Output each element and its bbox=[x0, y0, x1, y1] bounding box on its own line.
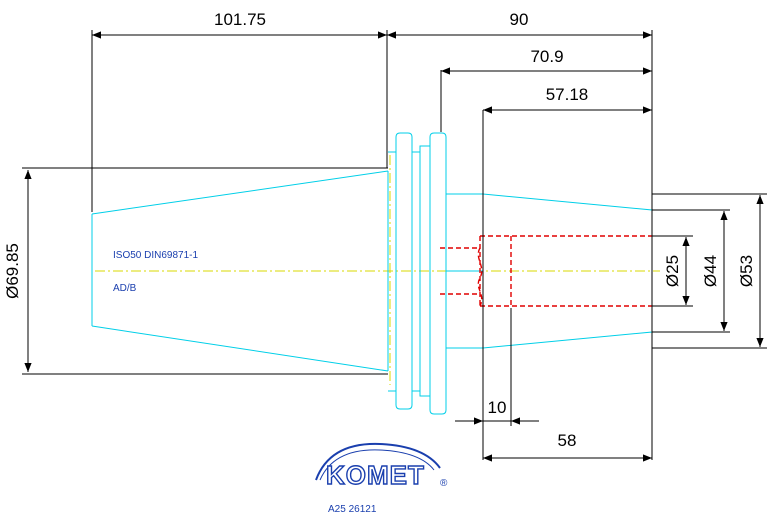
dim-57-18: 57.18 bbox=[546, 85, 589, 104]
taper-shank-outline bbox=[91, 155, 391, 385]
hidden-bore bbox=[440, 235, 652, 307]
standard-note: ISO50 DIN69871-1 bbox=[113, 250, 198, 261]
dimension-lines bbox=[24, 31, 764, 462]
dim-90: 90 bbox=[510, 10, 529, 29]
komet-logo: KOMET ® bbox=[315, 442, 448, 491]
dim-58: 58 bbox=[558, 431, 577, 450]
part-code: A25 26121 bbox=[328, 504, 377, 515]
dim-70-9: 70.9 bbox=[530, 47, 563, 66]
dim-10: 10 bbox=[488, 398, 507, 417]
extension-lines bbox=[22, 30, 767, 460]
dim-diameter-53: Ø53 bbox=[737, 255, 756, 287]
form-note: AD/B bbox=[113, 283, 137, 294]
dim-diameter-25: Ø25 bbox=[663, 255, 682, 287]
logo-text: KOMET bbox=[326, 460, 425, 490]
dim-101-75: 101.75 bbox=[214, 10, 266, 29]
dim-diameter-44: Ø44 bbox=[701, 255, 720, 287]
logo-mark: ® bbox=[440, 478, 448, 489]
dim-diameter-69-85: Ø69.85 bbox=[3, 243, 22, 299]
flange-outline bbox=[388, 132, 447, 415]
